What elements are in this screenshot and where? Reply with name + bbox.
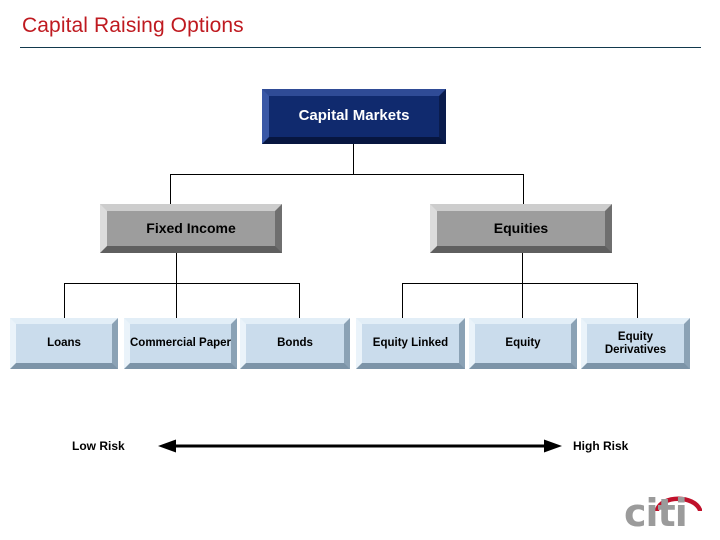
connector-drop-bonds — [299, 283, 300, 319]
connector-fixed-income-stem — [176, 252, 177, 283]
node-loans-label: Loans — [47, 337, 81, 350]
high-risk-label: High Risk — [573, 439, 629, 453]
citi-wordmark: citi — [624, 491, 688, 535]
connector-fixed-income-bus — [64, 283, 300, 284]
connector-drop-commercial-paper — [176, 283, 177, 319]
node-commercial-paper-label: Commercial Paper — [130, 337, 231, 350]
title-divider — [20, 47, 701, 48]
node-fixed-income[interactable]: Fixed Income — [100, 204, 282, 253]
node-equities-label: Equities — [493, 219, 549, 236]
node-equity[interactable]: Equity — [469, 318, 577, 369]
node-bonds-label: Bonds — [277, 337, 313, 350]
risk-double-arrow-icon — [158, 439, 562, 453]
node-equity-label: Equity — [505, 337, 541, 350]
node-equity-linked-label: Equity Linked — [372, 337, 449, 350]
node-bonds[interactable]: Bonds — [240, 318, 350, 369]
node-equities[interactable]: Equities — [430, 204, 612, 253]
node-equity-derivatives-label: Equity Derivatives — [604, 330, 667, 356]
node-loans[interactable]: Loans — [10, 318, 118, 369]
node-equity-derivatives[interactable]: Equity Derivatives — [581, 318, 690, 369]
node-capital-markets-label: Capital Markets — [298, 107, 410, 125]
node-fixed-income-label: Fixed Income — [146, 219, 236, 236]
node-equity-linked[interactable]: Equity Linked — [356, 318, 465, 369]
connector-drop-equity-derivatives — [637, 283, 638, 319]
connector-level1-bus — [170, 174, 524, 175]
connector-capital-markets-stem — [353, 143, 354, 175]
node-capital-markets[interactable]: Capital Markets — [262, 89, 446, 144]
node-commercial-paper[interactable]: Commercial Paper — [124, 318, 237, 369]
page-title: Capital Raising Options — [22, 14, 244, 37]
connector-equities-bus — [402, 283, 638, 284]
low-risk-label: Low Risk — [72, 439, 125, 453]
citi-logo: citi — [624, 486, 706, 532]
connector-drop-loans — [64, 283, 65, 319]
connector-drop-equities — [523, 174, 524, 205]
connector-equities-stem — [522, 252, 523, 283]
connector-drop-equity — [522, 283, 523, 319]
citi-arc-icon — [655, 496, 702, 511]
connector-drop-fixed-income — [170, 174, 171, 205]
connector-drop-equity-linked — [402, 283, 403, 319]
